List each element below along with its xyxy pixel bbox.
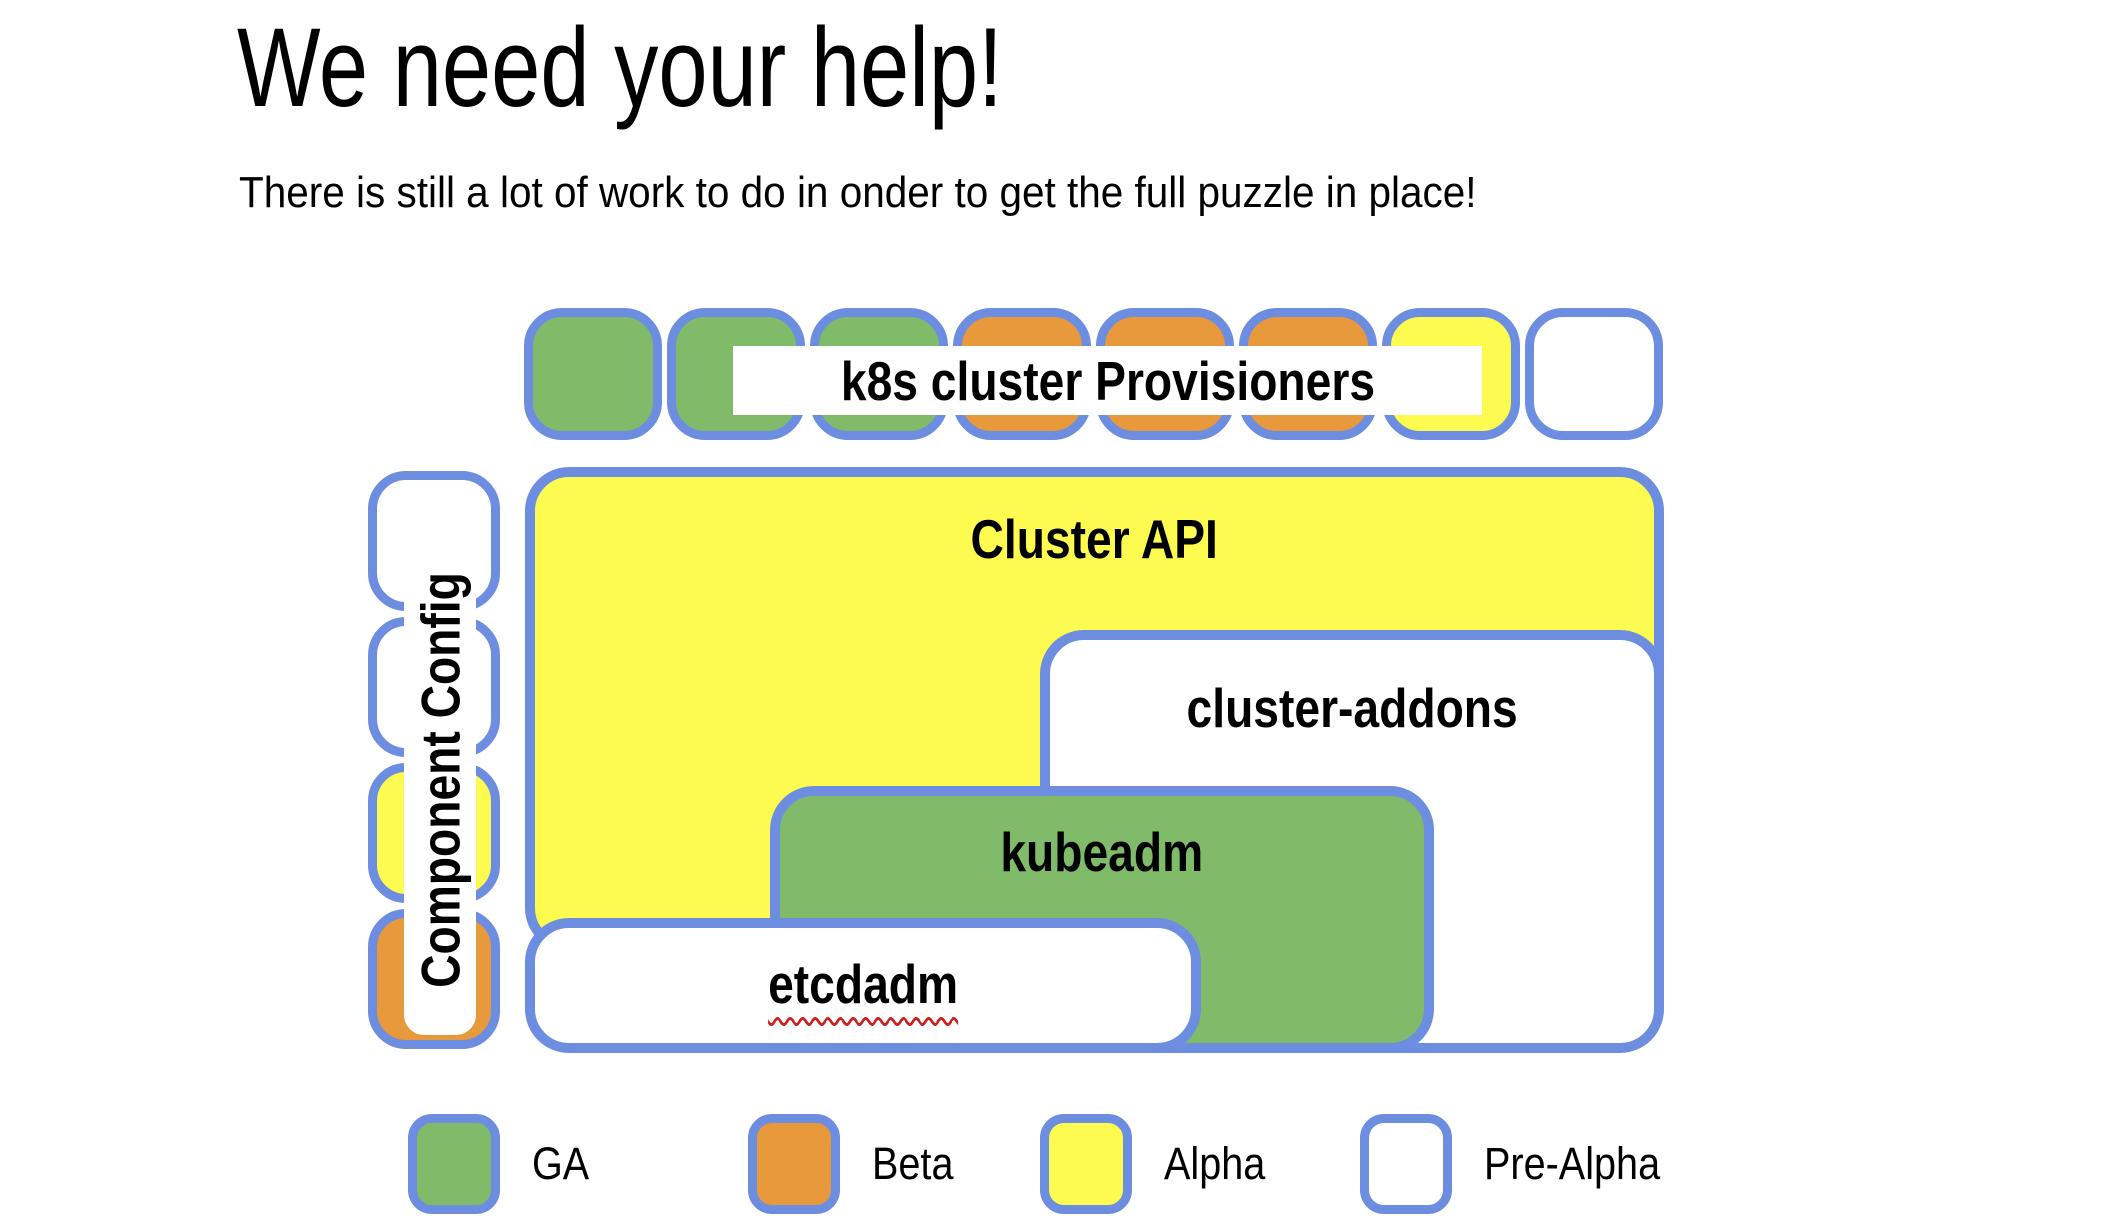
page-subtitle-text: There is still a lot of work to do in on… bbox=[239, 168, 1477, 217]
provisioner-square-8 bbox=[1525, 308, 1663, 440]
provisioner-square-1 bbox=[524, 308, 662, 440]
component-config-label-strip: Component Config bbox=[404, 525, 476, 1035]
legend-item-beta: Beta bbox=[748, 1114, 965, 1214]
etcdadm-label-text-spellcheck-underline: etcdadm bbox=[768, 953, 958, 1015]
etcdadm-label: etcdadm bbox=[535, 954, 1191, 1015]
legend-item-pre-alpha: Pre-Alpha bbox=[1360, 1114, 1684, 1214]
provisioners-label-text: k8s cluster Provisioners bbox=[840, 349, 1375, 412]
cluster-api-label: Cluster API bbox=[970, 508, 1219, 570]
legend-label-ga: GA bbox=[532, 1138, 590, 1189]
legend-label-alpha: Alpha bbox=[1164, 1138, 1266, 1189]
legend-swatch-alpha bbox=[1040, 1114, 1132, 1214]
etcdadm-box: etcdadm bbox=[525, 918, 1201, 1053]
page-title: We need your help! bbox=[237, 4, 1206, 133]
legend-item-alpha: Alpha bbox=[1040, 1114, 1279, 1214]
legend-swatch-beta bbox=[748, 1114, 840, 1214]
component-config-label-text: Component Config bbox=[409, 572, 471, 988]
page-subtitle: There is still a lot of work to do in on… bbox=[239, 164, 1584, 221]
cluster-addons-label: cluster-addons bbox=[1186, 677, 1518, 739]
legend-label-beta: Beta bbox=[872, 1138, 954, 1189]
kubeadm-label: kubeadm bbox=[1000, 821, 1204, 883]
legend-swatch-pre-alpha bbox=[1360, 1114, 1452, 1214]
legend-swatch-ga bbox=[408, 1114, 500, 1214]
legend-label-pre-alpha: Pre-Alpha bbox=[1484, 1138, 1661, 1189]
provisioners-label-strip: k8s cluster Provisioners bbox=[733, 346, 1482, 415]
page-title-text: We need your help! bbox=[237, 5, 1003, 130]
legend-item-ga: GA bbox=[408, 1114, 597, 1214]
